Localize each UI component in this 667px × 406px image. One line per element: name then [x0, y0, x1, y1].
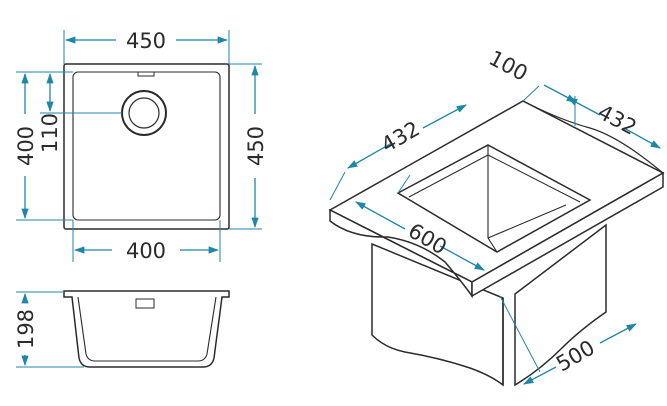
sink-profile: [63, 290, 230, 368]
top-view: 450 400 400 110 450: [14, 29, 268, 263]
dim-drain-offset: 110: [38, 113, 62, 153]
dim-outer-height: 450: [244, 126, 268, 166]
dim-depth: 198: [14, 309, 38, 349]
dim-inner-width: 400: [126, 239, 166, 263]
dim-outer-width: 450: [126, 29, 166, 53]
sink-inner-profile: [77, 296, 217, 362]
countertop-front-edge: [329, 208, 473, 299]
cabinet-left-panel: [371, 242, 504, 387]
bowl-opening: [396, 144, 592, 253]
iso-view: 100 432 432 600 500: [328, 46, 665, 387]
countertop-side-edge: [471, 171, 664, 298]
dim-rim-width: 100: [485, 46, 532, 86]
dim-bowl-width: 432: [377, 117, 424, 158]
overflow-slot-side: [135, 298, 155, 309]
drain-hole: [128, 97, 160, 129]
sink-outer-outline: [63, 63, 230, 230]
side-view: 198: [14, 290, 230, 368]
overflow-slot: [137, 71, 155, 77]
dim-inner-height: 400: [14, 126, 38, 166]
